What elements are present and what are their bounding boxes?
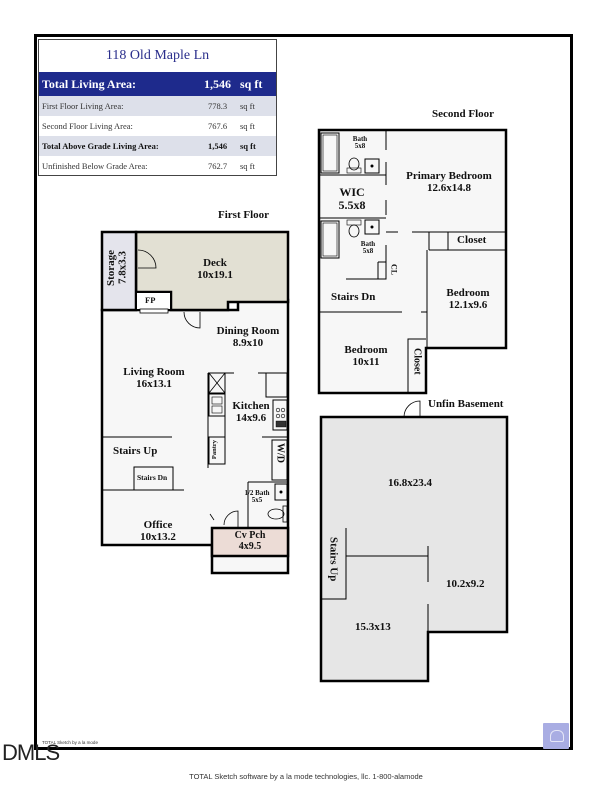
room-name: Office	[143, 519, 173, 531]
area-value: 767.6	[207, 121, 228, 131]
room-bath-1: Bath 5x8	[348, 135, 372, 151]
room-bedroom-2: Bedroom 12.1x9.6	[438, 287, 498, 311]
area-label: Total Above Grade Living Area:	[42, 141, 159, 151]
second-floor-title: Second Floor	[432, 108, 495, 120]
room-bath-2: Bath 5x8	[356, 240, 380, 256]
first-floor-plan	[100, 230, 290, 575]
room-dining: Dining Room 8.9x10	[208, 325, 288, 349]
area-unit: sq ft	[240, 161, 255, 171]
area-unit: sq ft	[240, 101, 255, 111]
room-dim: 10x13.2	[140, 530, 176, 543]
room-kitchen: Kitchen 14x9.6	[227, 400, 275, 424]
room-name: Bedroom	[344, 344, 388, 356]
closet-bedroom-3: Closet	[411, 348, 423, 375]
area-value: 1,546	[204, 76, 231, 91]
area-unit: sq ft	[240, 141, 256, 151]
room-name: Storage	[105, 250, 117, 287]
stairs-down-2: Stairs Dn	[331, 291, 376, 303]
area-label: Unfinished Below Grade Area:	[42, 161, 148, 171]
room-primary-bedroom: Primary Bedroom 12.6x14.8	[396, 170, 502, 194]
room-deck: Deck 10x19.1	[180, 257, 250, 281]
room-name: Deck	[203, 257, 227, 269]
area-unit: sq ft	[240, 121, 255, 131]
room-dim: 8.9x10	[232, 336, 264, 349]
room-name: Dining Room	[216, 325, 280, 337]
stairs-up: Stairs Up	[113, 445, 158, 457]
basement-stairs-up: Stairs Up	[327, 537, 340, 582]
first-floor-title: First Floor	[218, 209, 270, 221]
washer-dryer: W/D	[274, 443, 286, 463]
room-name: 1/2 Bath	[244, 489, 270, 497]
dmls-watermark: DMLS	[2, 740, 60, 765]
area-summary-table: 118 Old Maple Ln Total Living Area: 1,54…	[38, 39, 277, 176]
room-name: Bath	[352, 135, 368, 143]
room-name: Living Room	[123, 366, 185, 378]
room-dim: 5x8	[362, 247, 374, 256]
room-dim: 16x13.1	[136, 377, 172, 390]
alamode-logo-icon	[543, 723, 569, 749]
room-office: Office 10x13.2	[125, 519, 191, 543]
small-credit: TOTAL Sketch by a la mode	[42, 740, 98, 745]
area-label: First Floor Living Area:	[42, 101, 124, 111]
room-bedroom-3: Bedroom 10x11	[338, 344, 394, 368]
software-credit: TOTAL Sketch software by a la mode techn…	[189, 772, 423, 781]
room-half-bath: 1/2 Bath 5x5	[240, 489, 274, 505]
area-row-second-floor: Second Floor Living Area: 767.6 sq ft	[39, 116, 276, 136]
room-dim: 5x8	[354, 142, 366, 151]
stairs-down: Stairs Dn	[137, 473, 168, 482]
room-name: Primary Bedroom	[406, 170, 492, 182]
area-value: 1,546	[207, 141, 228, 151]
room-dim: 10x19.1	[197, 268, 233, 281]
area-row-above-grade: Total Above Grade Living Area: 1,546 sq …	[39, 136, 276, 156]
closet-cl: CL	[389, 264, 399, 276]
second-floor-plan	[317, 128, 508, 395]
room-wic: WIC 5.5x8	[334, 186, 370, 211]
room-name: WIC	[339, 185, 365, 199]
area-row-total-living: Total Living Area: 1,546 sq ft	[39, 72, 276, 96]
area-row-first-floor: First Floor Living Area: 778.3 sq ft	[39, 96, 276, 116]
page-frame	[34, 34, 573, 750]
area-label: Second Floor Living Area:	[42, 121, 133, 131]
area-value: 778.3	[207, 101, 228, 111]
fireplace: FP	[145, 295, 156, 305]
area-value: 762.7	[207, 161, 228, 171]
room-dim: 12.1x9.6	[448, 298, 488, 311]
room-living: Living Room 16x13.1	[114, 366, 194, 390]
room-name: Bath	[360, 240, 376, 248]
basement-bottom-area: 15.3x13	[355, 621, 391, 633]
basement-plan	[319, 400, 509, 683]
area-unit: sq ft	[240, 76, 263, 91]
room-dim: 12.6x14.8	[427, 181, 471, 194]
room-name: Kitchen	[232, 400, 270, 412]
room-name: Bedroom	[446, 287, 490, 299]
room-name: Cv Pch	[234, 530, 266, 541]
room-covered-porch: Cv Pch 4x9.5	[220, 530, 280, 552]
basement-title: Unfin Basement	[428, 398, 504, 410]
basement-main-area: 16.8x23.4	[388, 477, 432, 489]
area-row-below-grade: Unfinished Below Grade Area: 762.7 sq ft	[39, 156, 276, 176]
room-dim: 10x11	[352, 355, 380, 368]
closet-primary: Closet	[457, 234, 487, 246]
room-dim: 4x9.5	[238, 540, 262, 552]
room-dim: 5.5x8	[338, 197, 366, 212]
area-label: Total Living Area:	[42, 76, 137, 91]
room-dim: 7.8x3.3	[116, 251, 129, 285]
pantry: Pantry	[211, 440, 218, 460]
room-storage: Storage 7.8x3.3	[105, 250, 129, 287]
basement-right-area: 10.2x9.2	[446, 578, 485, 590]
room-dim: 14x9.6	[235, 411, 267, 424]
room-dim: 5x5	[251, 496, 263, 505]
property-address: 118 Old Maple Ln	[105, 48, 210, 63]
